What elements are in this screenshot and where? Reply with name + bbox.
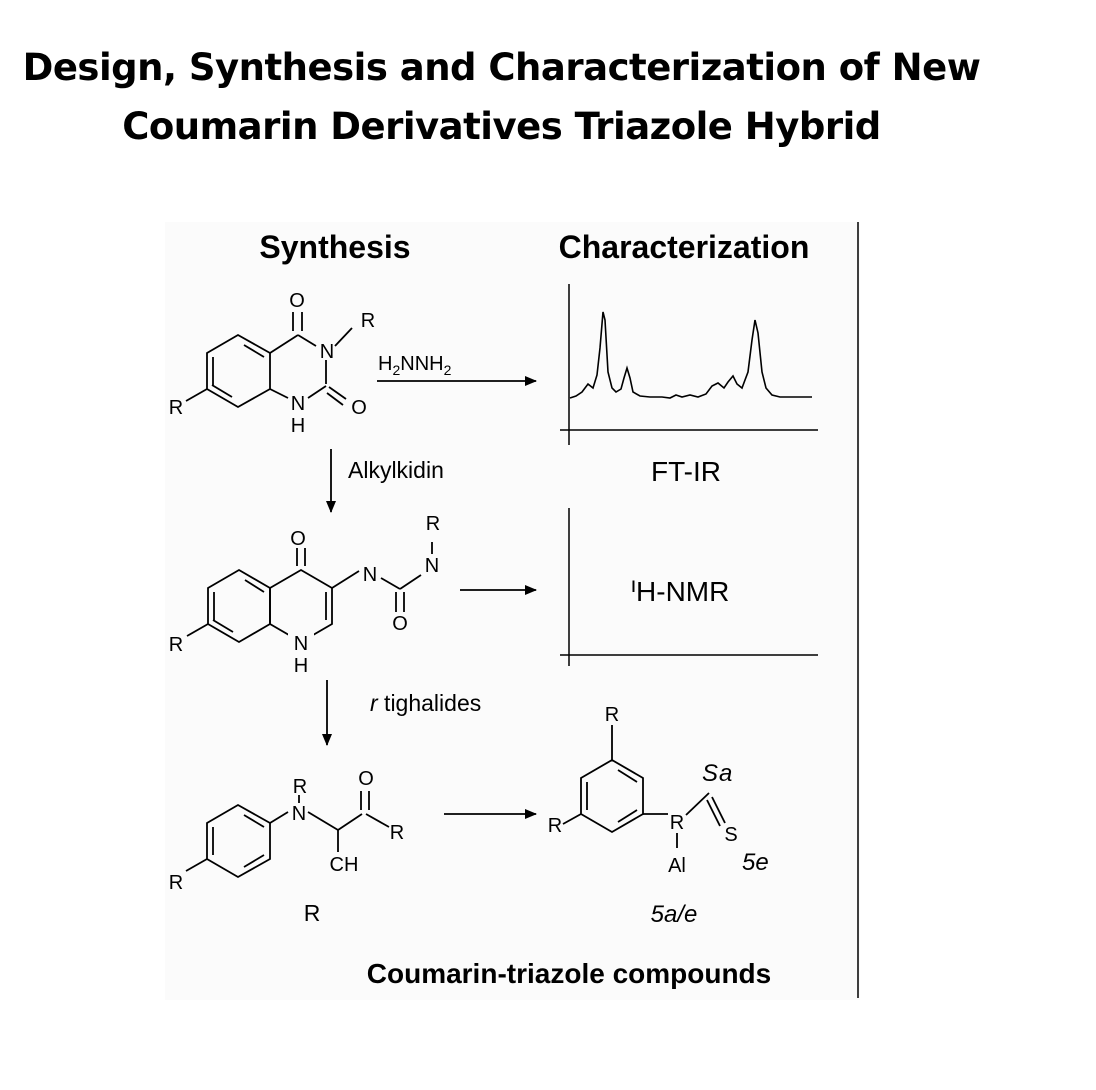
compound-3-n: N: [292, 803, 306, 825]
compound-3-ch: CH: [330, 854, 359, 876]
nmr-axes: [560, 508, 818, 666]
characterization-heading: Characterization: [559, 229, 810, 265]
footer-caption: Coumarin-triazole compounds: [367, 958, 771, 989]
compound-3-r-n: R: [293, 776, 307, 798]
compound-1-o-right: O: [351, 397, 367, 419]
compound-3-o: O: [358, 768, 374, 790]
compound-5-r-top: R: [605, 704, 619, 726]
compound-5-al: Al: [668, 855, 686, 877]
ftir-label: FT-IR: [651, 456, 721, 487]
compound-2-o-top: O: [290, 528, 306, 550]
compound-1-r-n: R: [361, 310, 375, 332]
compound-5-s: S: [724, 824, 737, 846]
compound-1-structure: [185, 312, 353, 409]
scheme-panel: [165, 222, 860, 1000]
compound-1-n-upper: N: [320, 341, 334, 363]
compound-5-r-center: R: [670, 812, 684, 834]
ftir-spectrum: [560, 284, 818, 445]
tighalides-label: r tighalides: [370, 690, 481, 716]
hydrazine-label: H2NNH2: [378, 353, 452, 378]
compound-2-n-amide: N: [363, 564, 377, 586]
synthesis-heading: Synthesis: [259, 229, 410, 265]
compound-5-label-5e: 5e: [742, 849, 769, 876]
compound-3-r-carbonyl: R: [390, 822, 404, 844]
compound-3-caption: R: [304, 900, 321, 926]
compound-1-n-lower: N: [291, 393, 305, 415]
compound-2-n-mask: [288, 632, 314, 654]
compound-1-h: H: [291, 415, 305, 437]
compound-2-structure: [186, 542, 433, 644]
compound-2-n-upper: N: [425, 555, 439, 577]
title-block: Design, Synthesis and Characterization o…: [0, 38, 1003, 156]
compound-3-r-ring: R: [169, 872, 183, 894]
compound-5-sa: Sa: [702, 760, 733, 787]
compound-5-r-left: R: [548, 815, 562, 837]
compound-5-caption: 5a/e: [651, 901, 698, 928]
compound-1-r-ring: R: [169, 397, 183, 419]
compound-2-r-top: R: [426, 513, 440, 535]
compound-2-n-ring: N: [294, 633, 308, 655]
compound-2-r-ring: R: [169, 634, 183, 656]
compound-2-h: H: [294, 655, 308, 677]
compound-3-structure: [185, 791, 390, 879]
compound-5-structure: [562, 725, 726, 848]
title-line-2: Coumarin Derivatives Triazole Hybrid: [122, 105, 881, 148]
compound-1-o-top: O: [289, 290, 305, 312]
compound-2-o-bottom: O: [392, 613, 408, 635]
title-line-1: Design, Synthesis and Characterization o…: [22, 46, 981, 89]
alkylkidin-label: Alkylkidin: [348, 457, 444, 483]
nmr-label: ᑊH-NMR: [631, 576, 730, 607]
